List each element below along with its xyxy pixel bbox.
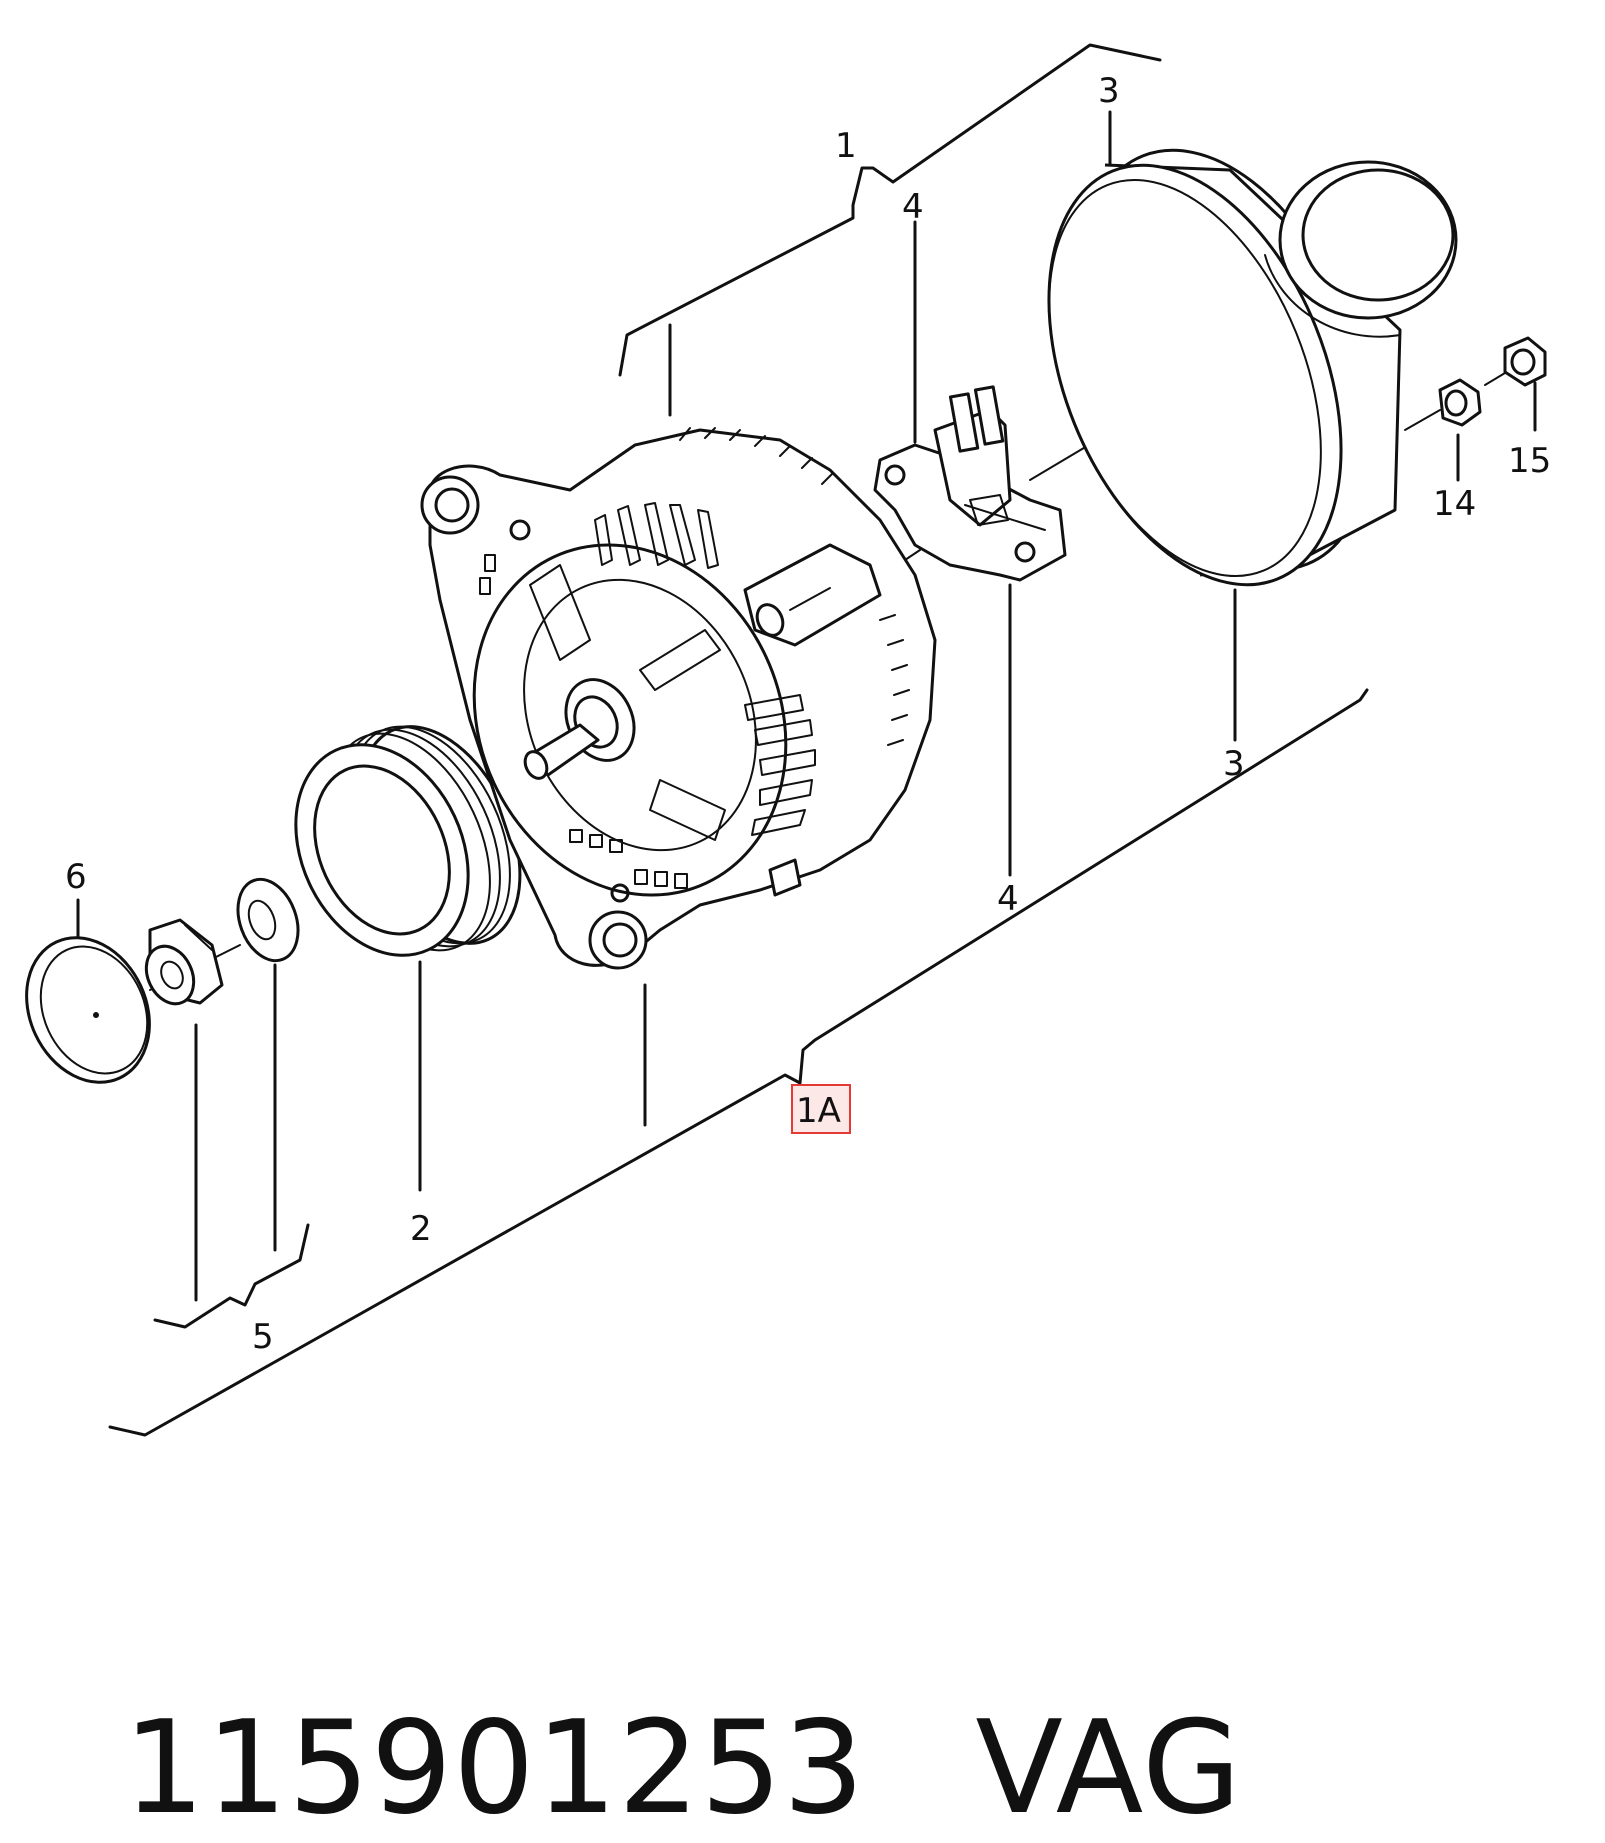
callout-1a: 1A <box>796 1091 841 1131</box>
part-3-cover <box>1047 148 1458 587</box>
callout-15: 15 <box>1508 441 1551 481</box>
part-number: 115901253 <box>123 1694 866 1843</box>
callout-3-bottom: 3 <box>1223 744 1245 784</box>
part-6-cap <box>25 936 151 1084</box>
group-bracket-1a <box>108 688 1369 1437</box>
callout-4-top: 4 <box>902 187 924 227</box>
brand-name: VAG <box>975 1694 1243 1843</box>
callout-14: 14 <box>1433 484 1476 524</box>
callout-6: 6 <box>65 857 87 897</box>
part-4-regulator <box>873 385 1067 582</box>
callout-2: 2 <box>410 1209 432 1249</box>
exploded-diagram: 1 3 4 15 14 3 4 6 1A 2 5 <box>25 43 1551 1437</box>
part-5-nut <box>144 918 224 1006</box>
callout-3-top: 3 <box>1098 71 1120 111</box>
part-5-washer <box>236 877 300 963</box>
callout-5: 5 <box>252 1317 274 1357</box>
part-14-nut <box>1438 378 1482 427</box>
footer-caption: 115901253 VAG <box>40 1545 1352 1843</box>
highlight-1a-box <box>791 1084 851 1134</box>
part-1a-alternator <box>420 427 937 970</box>
group-bracket-5 <box>153 963 310 1329</box>
callout-4-bottom: 4 <box>997 879 1019 919</box>
group-bracket-1 <box>618 43 1162 417</box>
part-15-nut <box>1503 336 1547 387</box>
callout-1: 1 <box>835 126 857 166</box>
